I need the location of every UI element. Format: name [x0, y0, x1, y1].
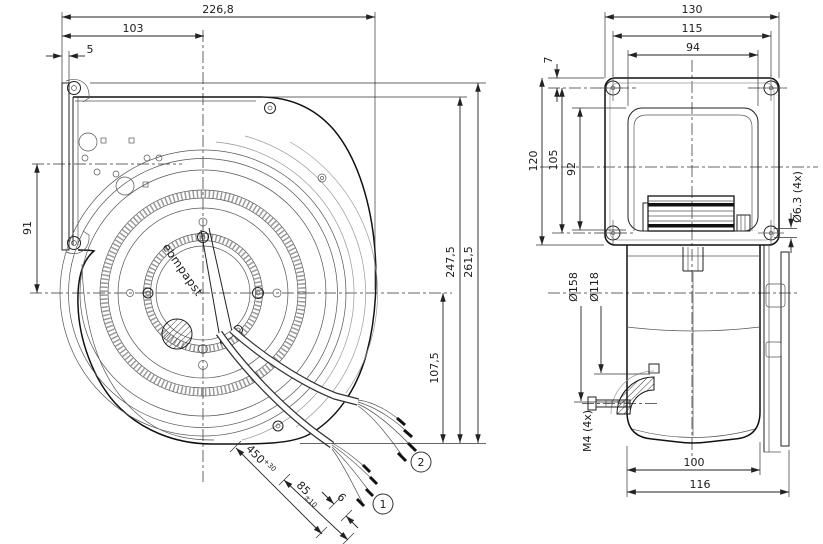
shaft-boss — [682, 247, 704, 272]
cable-1-wire-tips — [355, 463, 379, 508]
dim-cable-length: 450+30 — [243, 442, 277, 477]
dim-window-height: 92 — [565, 162, 578, 176]
cable-1 — [215, 330, 379, 508]
dim-cable-strip: 85±10 — [293, 479, 324, 510]
scroll-housing — [73, 96, 378, 445]
cable-dimensions: 450+30 85±10 6 — [229, 440, 359, 544]
brand-label: ebmpapst — [160, 241, 206, 299]
dim-holes-y: 105 — [547, 150, 560, 171]
front-extension-lines — [61, 12, 486, 444]
mounting-flange — [600, 75, 784, 246]
side-view: 130 115 94 7 120 105 92 Ø6.3 (4x) Ø158 Ø… — [527, 3, 818, 497]
front-dimensions: 226,8 103 5 91 107,5 247,5 261,5 — [21, 3, 481, 443]
dim-cable-tip: 6 — [334, 490, 348, 504]
dim-window-width: 94 — [686, 41, 700, 54]
item-2-number: 2 — [418, 456, 425, 469]
impeller-tooth-ring — [100, 190, 306, 396]
motor-stack — [642, 195, 751, 232]
flange-holes — [600, 75, 784, 246]
hub-screws — [126, 217, 282, 370]
dim-axis-y: 91 — [21, 221, 34, 235]
cable-length-tolerance: +30 — [262, 457, 278, 473]
outlet-flange — [61, 79, 90, 254]
side-dimensions: 130 115 94 7 120 105 92 Ø6.3 (4x) Ø158 Ø… — [527, 3, 804, 495]
housing-screws — [264, 102, 327, 432]
side-centerlines — [540, 60, 818, 465]
dim-total-height: 261,5 — [462, 246, 475, 278]
rotor-tooth-ring — [144, 234, 262, 352]
motor-connector — [736, 214, 751, 232]
dim-total-depth: 116 — [690, 478, 711, 491]
dim-flange-height: 120 — [527, 151, 540, 172]
cable-strip-tolerance: ±10 — [303, 493, 319, 509]
dim-screw-thread: M4 (4x) — [581, 410, 594, 452]
item-label-2: 2 — [410, 451, 432, 473]
dim-inlet-outer-diameter: Ø158 — [567, 272, 580, 302]
dim-inlet-inner-diameter: Ø118 — [588, 272, 601, 302]
outlet-side-plates — [763, 245, 790, 453]
dim-total-width: 226,8 — [202, 3, 234, 16]
m4-screw — [587, 396, 631, 411]
dim-plate: 5 — [87, 43, 94, 56]
side-extension-lines — [536, 12, 797, 497]
front-view: ebmpapst — [21, 3, 486, 544]
rating-sticker — [161, 318, 193, 350]
dim-depth: 100 — [684, 456, 705, 469]
item-label-1: 1 — [372, 493, 394, 515]
dim-holes-x: 115 — [682, 22, 703, 35]
dim-inlet-x: 103 — [123, 22, 144, 35]
dim-hole-diameter: Ø6.3 (4x) — [791, 171, 804, 223]
housing-drum — [587, 245, 790, 453]
cable-2 — [229, 327, 418, 463]
dim-housing-height: 247,5 — [444, 246, 457, 278]
motor-strut — [200, 227, 234, 345]
dim-hole-edge: 7 — [542, 57, 555, 64]
item-1-number: 1 — [380, 498, 387, 511]
dim-flange-width: 130 — [682, 3, 703, 16]
dim-axis-height: 107,5 — [428, 352, 441, 384]
cable-2-wire-tips — [396, 416, 418, 463]
